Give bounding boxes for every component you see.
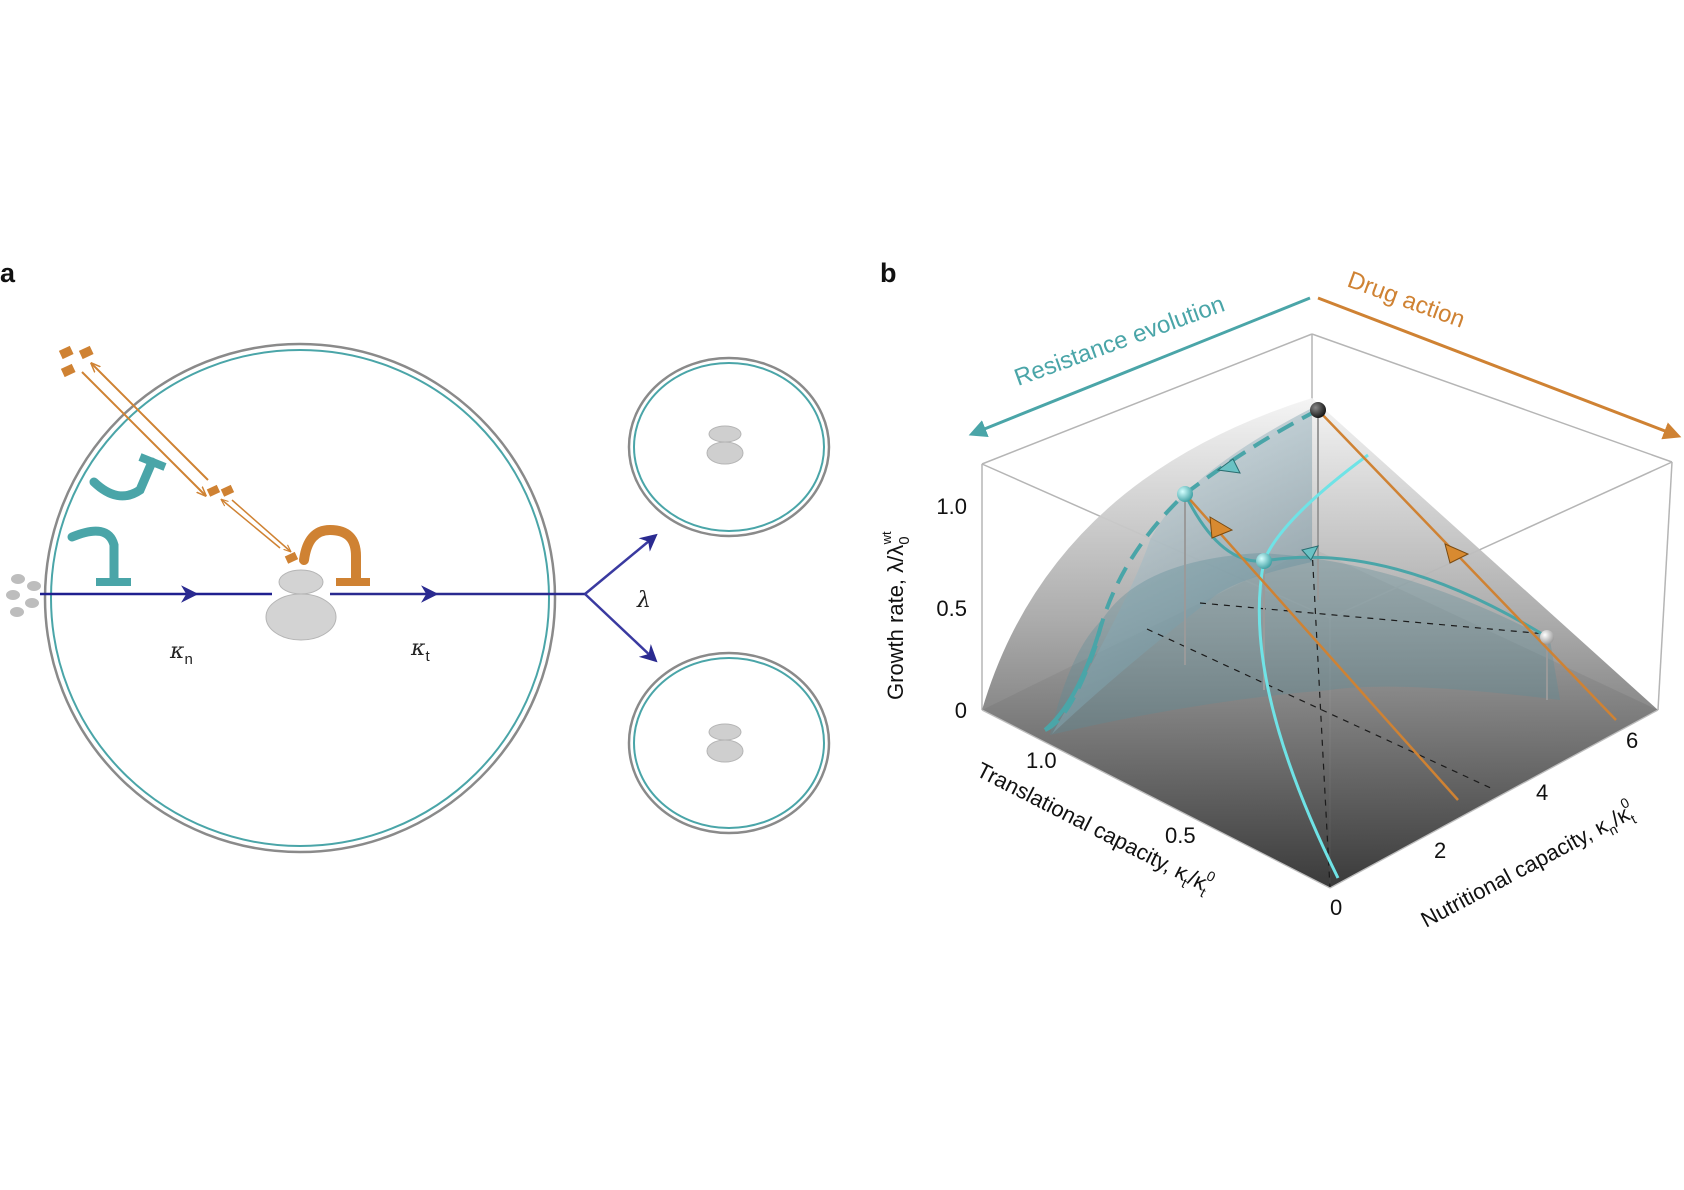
x-tick-1: 1.0 — [1026, 748, 1057, 773]
growth-surface — [982, 398, 1658, 888]
y-tick-3: 6 — [1626, 728, 1638, 753]
drug-arrowhead-2 — [1209, 516, 1234, 539]
panel-a: a — [0, 258, 831, 854]
iso-curve-light — [1257, 453, 1369, 879]
optimal-point — [1256, 553, 1272, 569]
daughter-cell-bottom — [627, 651, 831, 835]
ribosome-large-top — [706, 441, 744, 465]
drug-endpoint — [1540, 630, 1554, 644]
max-growth-curve — [1183, 493, 1548, 639]
z-tick-3: 0 — [955, 698, 967, 723]
z-axis-label: Growth rate, λ/λ0wt — [879, 531, 913, 700]
ribosome-small-top — [708, 425, 742, 443]
drug-unbinding-arrow — [222, 500, 281, 549]
x-tick-3: 0 — [1330, 895, 1342, 920]
resistance-evolution-label: Resistance evolution — [1011, 291, 1228, 392]
drug-molecules-outside — [58, 345, 94, 378]
y-tick-2: 4 — [1536, 780, 1548, 805]
panel-b: b Resistance evolution Drug action — [879, 258, 1682, 932]
lambda-label: λ — [636, 588, 651, 613]
orange-drug-inhibitor — [299, 524, 361, 585]
kappa-t-label: κt — [410, 636, 430, 665]
x-tick-2: 0.5 — [1165, 823, 1196, 848]
z-tick-2: 0.5 — [936, 596, 967, 621]
teal-inhibitor-nutrient — [67, 526, 119, 586]
drug-trajectory-1 — [1317, 409, 1617, 721]
resistance-path-dashed — [1044, 408, 1319, 732]
drug-efflux-arrow — [92, 364, 209, 481]
wild-type-point — [1310, 402, 1326, 418]
drug-action-label: Drug action — [1344, 266, 1469, 333]
y-tick-1: 2 — [1434, 838, 1446, 863]
front-box-edges — [981, 709, 1659, 889]
mother-cell — [43, 342, 557, 854]
ribosome-small-subunit — [278, 569, 324, 595]
daughter-cell-top — [627, 356, 831, 538]
nutrient-dots — [6, 574, 41, 617]
teal-inhibitor-efflux-bar — [138, 453, 167, 471]
panel-a-letter: a — [0, 258, 16, 288]
floor-guides — [1146, 547, 1547, 889]
constraint-shadow — [1050, 553, 1560, 735]
resistance-arrowhead-1 — [1216, 458, 1241, 474]
ribosome-small-bottom — [708, 723, 742, 741]
drug-arrowhead-1 — [1444, 543, 1470, 564]
teal-inhibitor-efflux — [89, 457, 157, 501]
drug-binding-arrow — [231, 499, 290, 551]
kappa-n-label: κn — [169, 639, 193, 668]
drug-action-arrow — [1317, 296, 1682, 440]
constraint-sheet — [1052, 408, 1312, 734]
drug-influx-arrow — [81, 371, 205, 495]
division-arrow-bottom — [584, 593, 658, 663]
resistance-evolution-arrow — [968, 296, 1311, 437]
division-arrow-top — [584, 533, 658, 595]
resistance-arrowhead-2 — [1301, 545, 1319, 561]
drug-trajectory-2 — [1184, 493, 1459, 801]
panel-b-letter: b — [880, 258, 897, 288]
resistance-path-solid — [1043, 621, 1104, 732]
ribosome-large-subunit — [265, 593, 337, 641]
drug-molecules-inside — [206, 484, 299, 564]
z-tick-1: 1.0 — [936, 494, 967, 519]
resistant-point — [1177, 486, 1193, 502]
ribosome-large-bottom — [706, 739, 744, 763]
